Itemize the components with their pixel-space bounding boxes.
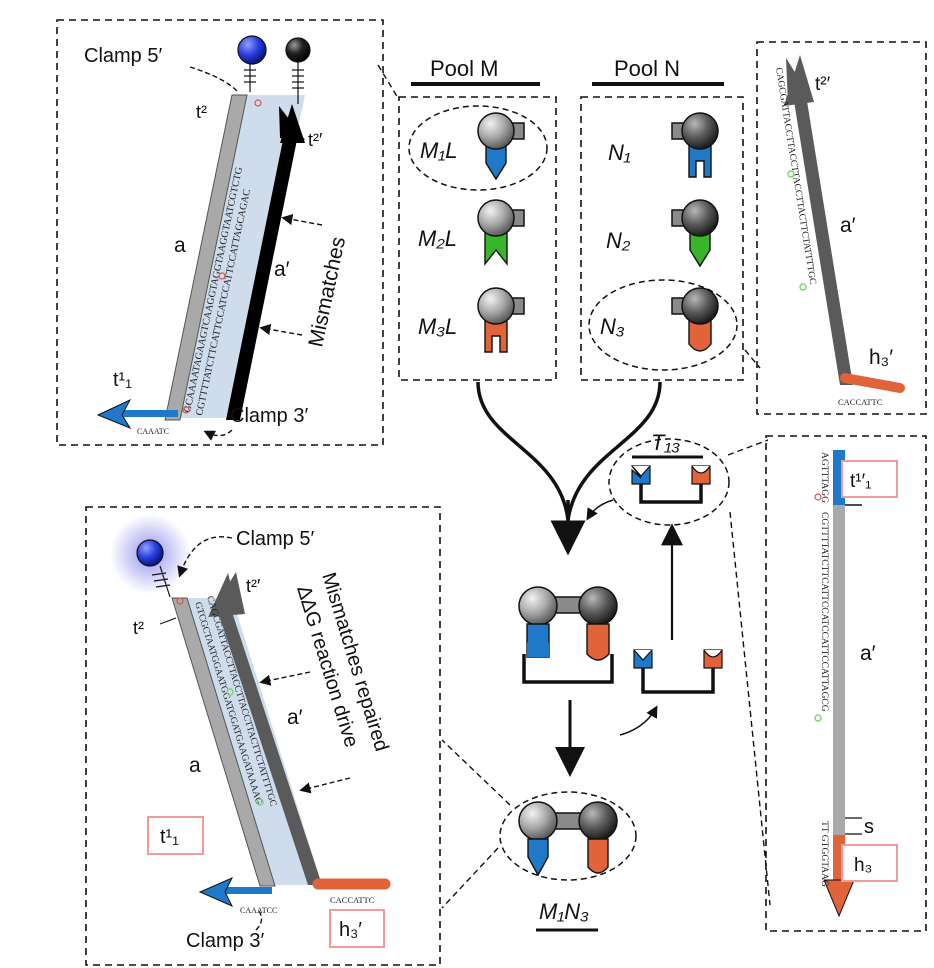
product-ellipse (499, 791, 637, 881)
template-label: T₁₃ (651, 430, 680, 455)
selected-m1-ellipse (408, 105, 548, 191)
strand-a-prime-tr (793, 95, 853, 385)
strand-ap-br (833, 505, 845, 835)
clamp-linker (244, 62, 304, 104)
panel-bottom-right-border (765, 435, 927, 932)
n2-building-block (671, 199, 719, 268)
panel-bottom-right: AGTTTAGG CGTTTTATCTTCATTCCATCCATTCCATTAG… (765, 435, 927, 932)
h3-box-br: h₃ (841, 844, 898, 882)
tail-tr: CACCATTC (838, 397, 883, 407)
ap-label-tr: a′ (840, 214, 856, 237)
pool-m-title: Pool M (430, 56, 498, 81)
strand-a-prime (226, 130, 299, 420)
t2-label-bl: t² (133, 618, 144, 638)
released-template (633, 649, 723, 694)
repair-markers-bl (226, 688, 264, 806)
n3-label: N₃ (600, 314, 625, 339)
n1-building-block (671, 112, 719, 178)
clamp5-label: Clamp 5′ (84, 45, 162, 67)
h3p-box-bl: h₃′ (329, 909, 385, 948)
pool-n-title: Pool N (614, 56, 680, 81)
t2-label: t² (196, 102, 207, 122)
a-label-bl: a (189, 754, 201, 777)
t2p-label-tr: t²′ (815, 74, 831, 95)
panel-top-left: GCAAAATAGAAGTCAAGGTAGGTAAGGTAATCGTCTG CG… (56, 19, 384, 446)
tail-seq: CAAATC (137, 427, 169, 436)
repair-markers-tr (787, 170, 807, 291)
a-label: a (174, 234, 186, 257)
panel-top-right-border (756, 41, 927, 415)
ap-label: a′ (274, 258, 290, 281)
m1l-label: M₁L (420, 138, 458, 163)
template-t13 (630, 465, 711, 504)
seq-mid-br: CGTTTTATCTTCATTCCATCCATTCCATTAGCG (819, 512, 829, 712)
merge-arrow-left (476, 381, 570, 521)
tail-right-bl: CACCATTC (330, 895, 375, 905)
pool-n: Pool N N₁ N₂ N₃ (580, 56, 744, 381)
h3p-strand (840, 373, 905, 393)
t2p-label-bl: t²′ (246, 576, 261, 596)
duplex-shade (175, 95, 305, 418)
m1-building-block (477, 112, 525, 181)
panel-bottom-left-border (85, 506, 441, 966)
h3-label-br: h₃ (854, 855, 872, 876)
panel-top-left-border (56, 19, 384, 446)
seq-top-br: AGTTTAGG (819, 452, 829, 503)
n3-building-block (671, 287, 719, 352)
t11p-box-br: t¹′₁ (841, 460, 898, 498)
t11-strand (118, 410, 178, 417)
seq-bottom-br: TT GTGGTAAG (819, 821, 829, 887)
m3-building-block (477, 287, 525, 353)
n1-label: N₁ (608, 140, 631, 165)
panel-bottom-left: GTCGCTAATGGAATGGATGGATGAAGATAAAAG CAGCGA… (85, 506, 441, 966)
m2l-label: M₂L (418, 226, 457, 251)
reaction-flow: T₁₃ (476, 381, 730, 932)
ap-label-bl: a′ (287, 706, 303, 729)
mismatch-markers (182, 99, 262, 414)
blue-fluorophore-ball-bl (136, 539, 164, 567)
connector-tl (377, 64, 399, 99)
h3p-label-tr: h₃′ (869, 346, 893, 369)
t11-label-bl: t¹₁ (160, 826, 179, 848)
pool-m-box (398, 96, 557, 381)
clamp3-label: Clamp 3′ (230, 405, 308, 427)
t2p-label: t²′ (308, 130, 323, 150)
pool-n-box (580, 96, 744, 381)
h3-arrowhead (823, 879, 855, 918)
pool-m: Pool M M₁L M₂L M₃L (398, 56, 557, 381)
ap-label-br: a′ (860, 642, 876, 665)
tail-left-bl: CAAATCC (240, 906, 277, 915)
black-quencher-ball (285, 37, 311, 63)
clamp3-label-bl: Clamp 3′ (186, 930, 264, 952)
m3l-label: M₃L (418, 314, 457, 339)
mismatches-label: Mismatches (304, 235, 350, 349)
h3p-label-bl: h₃′ (339, 919, 362, 941)
strand-a-prime-bl (216, 606, 322, 885)
blue-fluorophore-ball (237, 35, 267, 65)
t11p-label-br: t¹′₁ (850, 471, 872, 492)
selected-n3-ellipse (588, 279, 738, 371)
merge-arrow-right (566, 381, 662, 521)
s-label-br: s (864, 816, 874, 838)
clamp5-label-bl: Clamp 5′ (236, 528, 314, 550)
reaction-complex (518, 586, 618, 684)
product-m1n3 (518, 801, 618, 877)
t11-arrowhead (96, 398, 132, 430)
panel-top-right: CAGCGATTACCTTACCTTACCTTACTTCTATTTTGC CAC… (756, 41, 927, 415)
strand-a-bl (171, 597, 276, 887)
n2-label: N₂ (606, 228, 631, 253)
product-label: M₁N₃ (539, 899, 589, 924)
t11-label: t¹₁ (113, 369, 132, 391)
m2-building-block (477, 199, 525, 267)
strand-a (164, 94, 248, 421)
t11-box-bl: t¹₁ (147, 816, 204, 855)
